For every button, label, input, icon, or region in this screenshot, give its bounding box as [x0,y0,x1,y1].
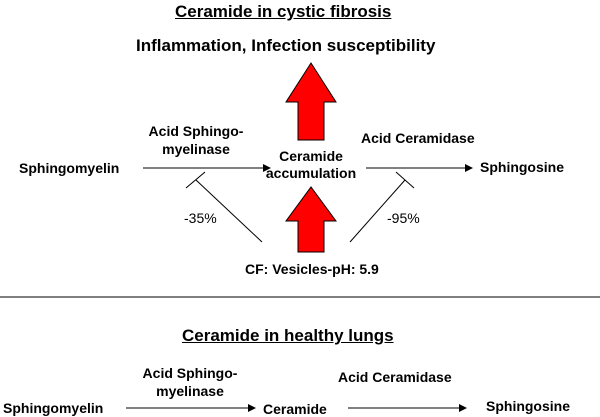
red-up-arrow-bottom [285,186,337,253]
cf-enzyme1-line2: myelinase [162,141,230,157]
healthy-enzyme1-line1: Acid Sphingo- [142,365,238,381]
cf-inhibition-bar-right [395,171,415,189]
cf-inhibition-bar-left [185,171,206,189]
cf-enzyme-acid-ceramidase: Acid Ceramidase [361,130,475,146]
healthy-title: Ceramide in healthy lungs [182,326,394,345]
red-up-arrow-top [285,62,337,141]
cf-inhibition-line-right [349,179,406,243]
cf-title: Ceramide in cystic fibrosis [175,2,392,21]
cf-ceramide-accumulation: Ceramide accumulation [256,148,366,182]
healthy-ceramide: Ceramide [263,401,327,417]
cf-center-line1: Ceramide [279,148,343,164]
cf-product-sphingosine: Sphingosine [480,159,564,175]
cf-inhibition-line-left [195,179,263,243]
cf-outcome: Inflammation, Infection susceptibility [136,36,436,55]
cf-enzyme-acid-sphingomyelinase: Acid Sphingo- myelinase [131,122,261,158]
healthy-enzyme-acid-ceramidase: Acid Ceramidase [338,369,452,385]
cf-inhibition-minus-35: -35% [184,210,217,226]
healthy-substrate-sphingomyelin: Sphingomyelin [3,400,104,416]
healthy-enzyme1-line2: myelinase [156,383,224,399]
healthy-enzyme-acid-sphingomyelinase: Acid Sphingo- myelinase [125,364,255,400]
cf-substrate-sphingomyelin: Sphingomyelin [19,160,120,176]
healthy-product-sphingosine: Sphingosine [486,398,570,414]
cf-center-line2: accumulation [265,165,357,181]
cf-inhibition-minus-95: -95% [387,210,420,226]
cf-enzyme1-line1: Acid Sphingo- [148,123,244,139]
cf-condition-vesicles-ph: CF: Vesicles-pH: 5.9 [245,261,379,277]
